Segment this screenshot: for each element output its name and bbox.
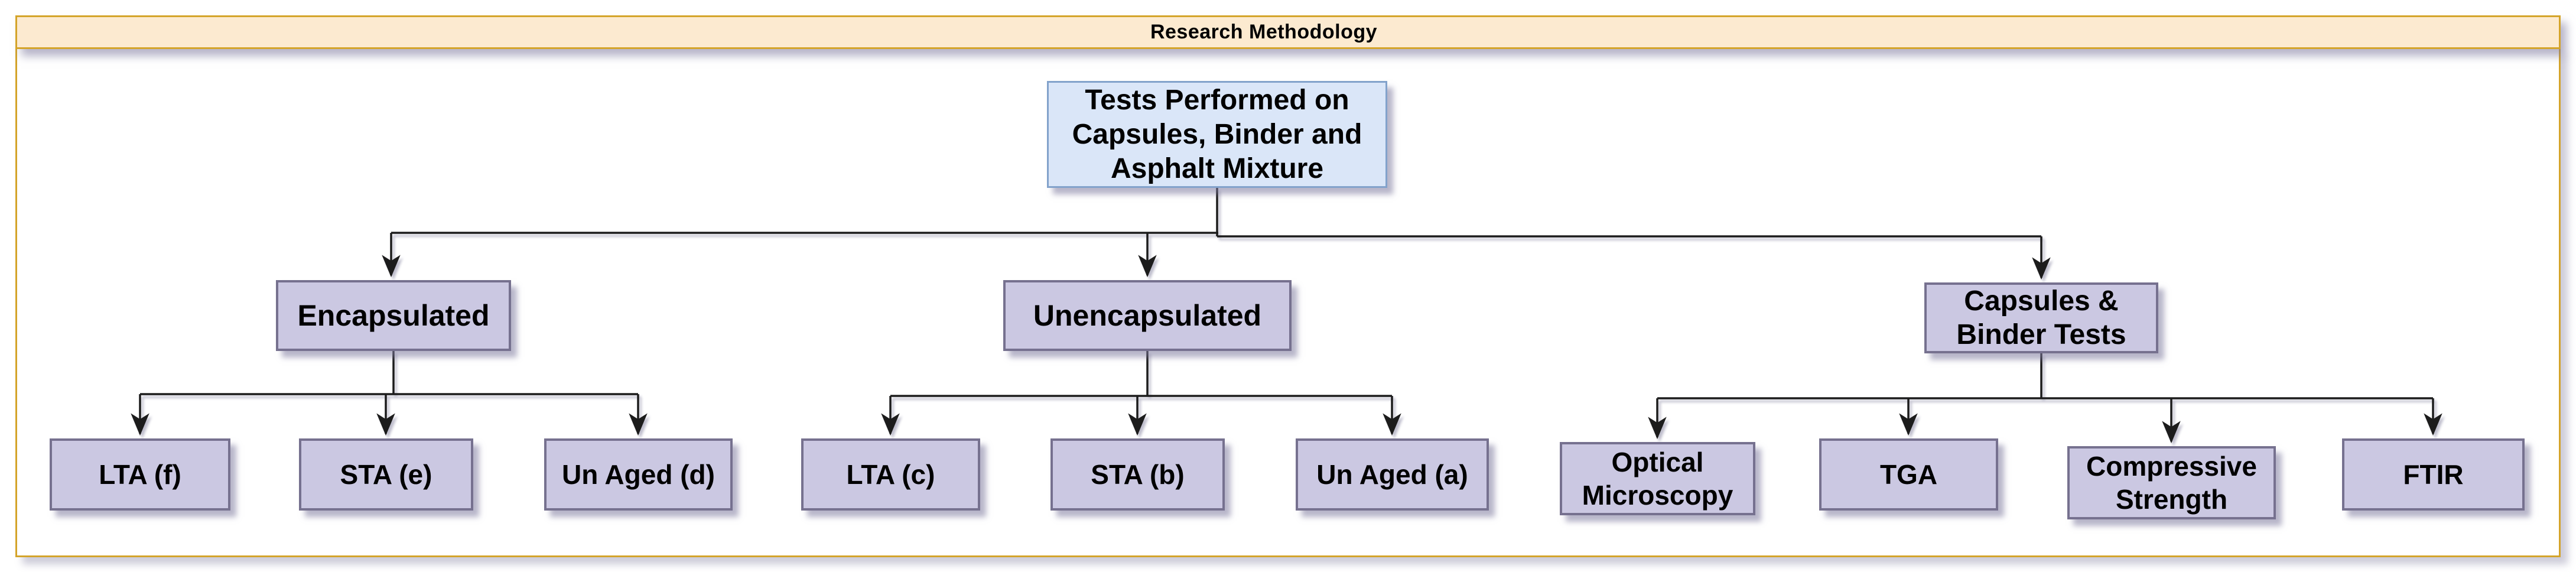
node-label: Compressive Strength (2086, 451, 2257, 515)
node-label: Un Aged (d) (562, 459, 715, 490)
node-ftir: FTIR (2342, 438, 2525, 511)
node-sta-b: STA (b) (1050, 438, 1225, 511)
page-title: Research Methodology (1150, 21, 1378, 43)
node-label: LTA (f) (99, 459, 181, 490)
node-tests-performed-root: Tests Performed on Capsules, Binder and … (1047, 81, 1387, 188)
node-tga: TGA (1819, 438, 1998, 511)
node-encapsulated: Encapsulated (276, 280, 511, 351)
node-label: FTIR (2403, 459, 2464, 490)
node-un-aged-d: Un Aged (d) (544, 438, 733, 511)
connector-encapsulated-children (131, 351, 648, 436)
node-label: Optical Microscopy (1582, 447, 1733, 511)
node-label: Unencapsulated (1033, 299, 1262, 332)
node-label: Encapsulated (297, 299, 490, 332)
node-label: Capsules & Binder Tests (1956, 285, 2126, 350)
node-label: STA (b) (1091, 459, 1185, 490)
node-compressive-strength: Compressive Strength (2067, 446, 2276, 519)
title-bar: Research Methodology (15, 15, 2561, 49)
node-label: Tests Performed on Capsules, Binder and … (1072, 84, 1362, 184)
node-un-aged-a: Un Aged (a) (1296, 438, 1489, 511)
connector-capsules-binder-children (1648, 353, 2442, 444)
node-capsules-binder-tests: Capsules & Binder Tests (1924, 282, 2158, 353)
node-optical-microscopy: Optical Microscopy (1560, 442, 1755, 515)
node-sta-e: STA (e) (299, 438, 473, 511)
node-label: STA (e) (340, 459, 432, 490)
node-label: TGA (1879, 459, 1938, 490)
connector-root-to-groups (382, 188, 2051, 280)
node-lta-f: LTA (f) (50, 438, 230, 511)
node-lta-c: LTA (c) (801, 438, 980, 511)
node-unencapsulated: Unencapsulated (1003, 280, 1292, 351)
node-label: LTA (c) (846, 459, 935, 490)
node-label: Un Aged (a) (1316, 459, 1468, 490)
connector-unencapsulated-children (881, 351, 1401, 436)
